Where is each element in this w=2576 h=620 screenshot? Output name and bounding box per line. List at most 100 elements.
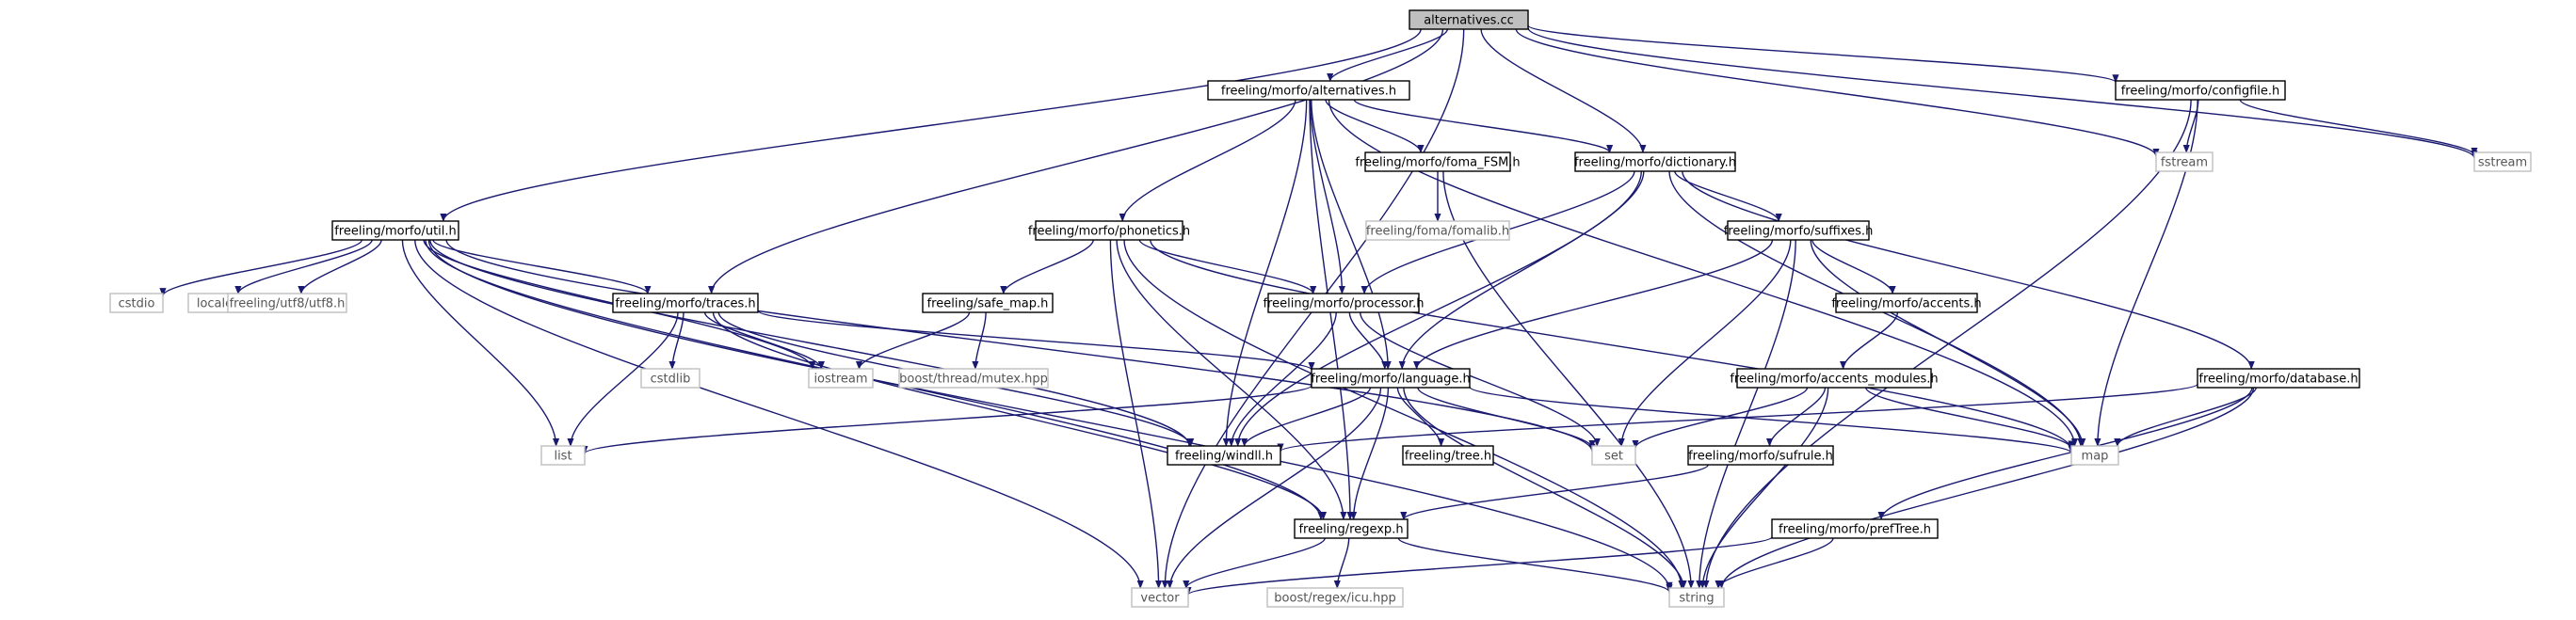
node-alt-h[interactable]: freeling/morfo/alternatives.h <box>1207 80 1410 101</box>
node-list: list <box>540 445 586 466</box>
edge-alt-h-to-dictionary <box>1353 99 1614 153</box>
edge-util-to-string <box>427 239 1673 591</box>
edge-configfile-to-map <box>2094 99 2198 447</box>
node-box <box>1364 151 1511 172</box>
node-label: freeling/morfo/traces.h <box>615 297 755 311</box>
edge-language-to-list <box>581 385 1312 454</box>
edge-root-to-alt-h <box>1327 28 1448 82</box>
node-sufrule[interactable]: freeling/morfo/sufrule.h <box>1687 445 1834 466</box>
node-set: set <box>1591 445 1636 466</box>
edge-suffixes-to-set <box>1618 239 1792 447</box>
edge-traces-to-list <box>567 311 679 447</box>
edge-alt-h-to-processor <box>1309 99 1345 294</box>
node-label: fstream <box>2161 156 2208 170</box>
node-language[interactable]: freeling/morfo/language.h <box>1311 368 1471 389</box>
node-label: cstdio <box>119 297 155 311</box>
node-preftree[interactable]: freeling/morfo/prefTree.h <box>1771 518 1939 539</box>
edge-processor-to-language <box>1348 311 1389 370</box>
node-box <box>2197 368 2360 389</box>
edge-alt-h-to-map <box>1328 99 2079 447</box>
node-suffixes[interactable]: freeling/morfo/suffixes.h <box>1724 220 1874 241</box>
node-label: vector <box>1140 592 1180 606</box>
edge-phonetics-to-safe-map <box>1000 239 1094 294</box>
node-util[interactable]: freeling/morfo/util.h <box>331 220 459 241</box>
node-label: freeling/morfo/accents_modules.h <box>1730 373 1938 387</box>
node-label: freeling/morfo/accents.h <box>1831 297 1981 311</box>
edge-suffixes-to-language <box>1413 239 1774 370</box>
node-label: freeling/morfo/language.h <box>1311 373 1471 387</box>
node-box <box>1035 220 1183 241</box>
node-configfile[interactable]: freeling/morfo/configfile.h <box>2115 80 2286 101</box>
edge-util-to-cstdio <box>159 239 362 297</box>
node-box <box>540 445 586 466</box>
node-label: boost/thread/mutex.hpp <box>899 373 1048 387</box>
node-box <box>922 293 1054 313</box>
node-box <box>1771 518 1939 539</box>
node-fstream: fstream <box>2155 151 2214 172</box>
node-regexp[interactable]: freeling/regexp.h <box>1294 518 1409 539</box>
node-label: list <box>554 450 572 464</box>
node-processor[interactable]: freeling/morfo/processor.h <box>1263 293 1425 313</box>
node-label: alternatives.cc <box>1424 14 1514 28</box>
node-label: sstream <box>2478 156 2527 170</box>
edge-accents-modules-to-sufrule <box>1765 387 1827 447</box>
node-database[interactable]: freeling/morfo/database.h <box>2197 368 2360 389</box>
node-accents-modules[interactable]: freeling/morfo/accents_modules.h <box>1730 368 1939 389</box>
node-box <box>109 293 164 313</box>
edge-language-to-vector <box>1166 387 1382 589</box>
node-iostream: iostream <box>808 368 874 389</box>
node-label: string <box>1679 592 1714 606</box>
node-label: freeling/morfo/foma_FSM.h <box>1355 156 1520 170</box>
node-box <box>808 368 874 389</box>
edge-language-to-windll <box>1241 387 1372 447</box>
node-box <box>1687 445 1834 466</box>
node-label: freeling/regexp.h <box>1298 523 1403 537</box>
node-phonetics[interactable]: freeling/morfo/phonetics.h <box>1028 220 1190 241</box>
edge-language-to-tree <box>1396 387 1445 447</box>
node-string: string <box>1668 587 1725 608</box>
node-box <box>1266 587 1404 608</box>
node-cstdlib: cstdlib <box>640 368 700 389</box>
edge-database-to-windll <box>1277 383 2198 453</box>
node-box <box>1668 587 1725 608</box>
node-cstdio: cstdio <box>109 293 164 313</box>
node-tree[interactable]: freeling/tree.h <box>1402 445 1494 466</box>
node-box <box>640 368 700 389</box>
edge-util-to-locale <box>234 239 373 294</box>
node-accents[interactable]: freeling/morfo/accents.h <box>1831 293 1982 313</box>
node-label: boost/regex/icu.hpp <box>1274 592 1395 606</box>
node-traces[interactable]: freeling/morfo/traces.h <box>612 293 759 313</box>
node-root: alternatives.cc <box>1409 9 1529 30</box>
edge-phonetics-to-regexp <box>1116 239 1347 520</box>
node-label: freeling/morfo/sufrule.h <box>1688 450 1833 464</box>
node-label: freeling/utf8/utf8.h <box>230 297 346 311</box>
edge-phonetics-to-map <box>1150 239 2075 452</box>
node-box <box>1311 368 1471 389</box>
node-box <box>1294 518 1409 539</box>
edge-alt-h-to-phonetics <box>1119 99 1296 222</box>
node-label: freeling/morfo/util.h <box>334 225 457 239</box>
node-label: set <box>1604 450 1623 464</box>
node-box <box>1402 445 1494 466</box>
edge-traces-to-language <box>757 310 1315 371</box>
node-utf8: freeling/utf8/utf8.h <box>227 293 347 313</box>
node-foma-fsm[interactable]: freeling/morfo/foma_FSM.h <box>1355 151 1521 172</box>
node-box <box>898 368 1049 389</box>
edge-database-to-preftree <box>1877 387 2253 520</box>
edge-configfile-to-sstream <box>2239 99 2478 156</box>
node-dictionary[interactable]: freeling/morfo/dictionary.h <box>1574 151 1736 172</box>
node-label: iostream <box>813 373 867 387</box>
node-box <box>2070 445 2119 466</box>
node-label: freeling/tree.h <box>1405 450 1491 464</box>
edge-root-to-util <box>440 28 1422 222</box>
edge-regexp-to-icu <box>1333 537 1350 589</box>
edge-safe-map-to-iostream <box>855 311 971 370</box>
edge-util-to-vector <box>414 239 1144 589</box>
node-box <box>331 220 459 241</box>
edge-util-to-set <box>445 239 1596 453</box>
edge-database-to-map <box>2114 387 2257 447</box>
node-windll[interactable]: freeling/windll.h <box>1167 445 1281 466</box>
edge-alt-h-to-language <box>1311 99 1392 370</box>
node-box <box>1409 9 1529 30</box>
node-safe-map[interactable]: freeling/safe_map.h <box>922 293 1054 313</box>
